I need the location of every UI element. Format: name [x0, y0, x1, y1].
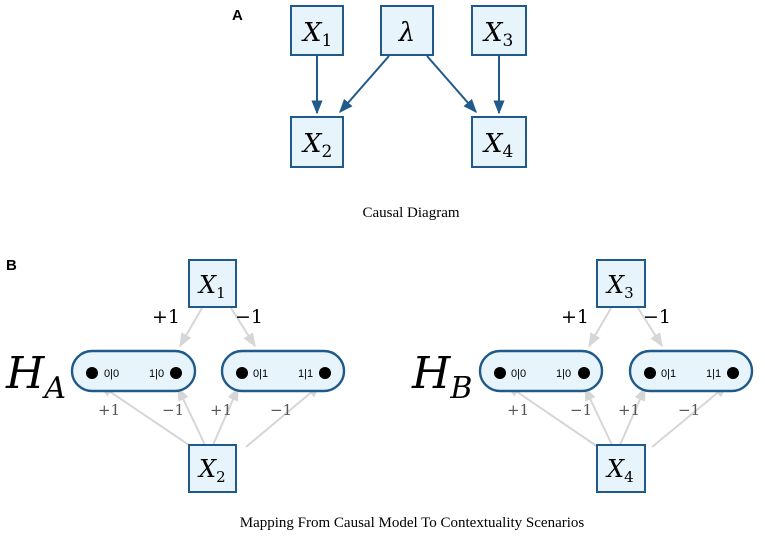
- edge-label-bottom: +1: [618, 401, 640, 419]
- svg-text:X2: X2: [197, 455, 226, 486]
- edge-bottom-to-state-1: [505, 384, 599, 448]
- edge-bottom-to-state-2: [584, 386, 613, 446]
- state-label: 1|0: [149, 368, 164, 380]
- state-dot: [644, 367, 656, 379]
- context-oval-2: 0|1 1|1: [628, 349, 754, 393]
- edge-lambda-x2: [339, 55, 390, 114]
- state-label: 1|0: [556, 368, 571, 380]
- state-label: 0|1: [253, 368, 268, 380]
- edge-label-bottom: +1: [210, 401, 232, 419]
- svg-text:X3: X3: [605, 271, 634, 302]
- state-dot: [170, 367, 182, 379]
- caption-mapping: Mapping From Causal Model To Contextuali…: [240, 515, 585, 531]
- state-dot: [578, 367, 590, 379]
- state-dot: [727, 367, 739, 379]
- state-label: 1|1: [298, 368, 313, 380]
- node-x3: X3: [596, 259, 646, 308]
- edge-top-to-left-context: [179, 307, 203, 348]
- scenario-label-hb: HB: [411, 348, 472, 406]
- svg-text:X3: X3: [482, 18, 513, 51]
- state-label: 1|1: [706, 368, 721, 380]
- edge-label-plus: +1: [561, 306, 589, 328]
- svg-text:X1: X1: [301, 18, 332, 51]
- scenario-left: HA X1 +1 −1 0|0 1|0 0|1 1|1 +1 −1 +1 −1: [5, 259, 346, 493]
- scenario-right: HB X3 +1 −1 0|0 1|0 0|1 1|1 +1 −1 +1 −1 …: [411, 259, 754, 493]
- edge-bottom-to-state-3: [212, 386, 239, 446]
- edge-label-bottom: −1: [570, 401, 592, 419]
- edge-label-bottom: +1: [507, 401, 529, 419]
- state-dot: [236, 367, 248, 379]
- svg-text:X4: X4: [482, 129, 513, 162]
- svg-text:X2: X2: [301, 129, 332, 162]
- node-x4: X4: [471, 116, 527, 168]
- svg-text:λ: λ: [398, 18, 415, 48]
- state-dot: [319, 367, 331, 379]
- node-x3: X3: [471, 5, 527, 56]
- panel-b-letter: B: [6, 257, 17, 274]
- edge-top-to-right-context: [230, 307, 256, 348]
- node-x4: X4: [596, 444, 646, 493]
- svg-text:X4: X4: [605, 455, 634, 486]
- node-x2: X2: [290, 116, 344, 168]
- edge-bottom-to-state-2: [177, 386, 206, 446]
- caption-causal-diagram: Causal Diagram: [362, 205, 459, 221]
- panel-a-letter: A: [232, 7, 243, 24]
- edge-label-plus: +1: [152, 306, 180, 328]
- node-lambda: λ: [380, 5, 434, 56]
- context-oval-1: 0|0 1|0: [70, 349, 197, 393]
- svg-text:X1: X1: [197, 271, 226, 302]
- edge-bottom-to-state-1: [98, 384, 193, 448]
- edge-top-to-right-context: [637, 307, 663, 348]
- state-dot: [494, 367, 506, 379]
- edge-bottom-to-state-4: [651, 384, 729, 448]
- state-label: 0|0: [104, 368, 119, 380]
- node-x1: X1: [290, 5, 344, 56]
- edge-label-bottom: +1: [98, 401, 120, 419]
- context-oval-2: 0|1 1|1: [220, 349, 346, 393]
- context-oval-1: 0|0 1|0: [478, 349, 604, 393]
- edge-top-to-left-context: [588, 307, 612, 348]
- edge-label-minus: −1: [235, 306, 263, 328]
- edge-bottom-to-state-4: [245, 384, 322, 448]
- state-label: 0|0: [511, 368, 526, 380]
- edge-bottom-to-state-3: [619, 386, 646, 446]
- edge-label-minus: −1: [643, 306, 671, 328]
- state-label: 0|1: [661, 368, 676, 380]
- edge-label-bottom: −1: [270, 401, 292, 419]
- state-dot: [86, 367, 98, 379]
- edge-label-bottom: −1: [678, 401, 700, 419]
- node-x2: X2: [188, 444, 237, 493]
- scenario-label-ha: HA: [5, 348, 66, 406]
- node-x1: X1: [188, 259, 237, 308]
- edge-label-bottom: −1: [162, 401, 184, 419]
- edge-lambda-x4: [426, 55, 477, 114]
